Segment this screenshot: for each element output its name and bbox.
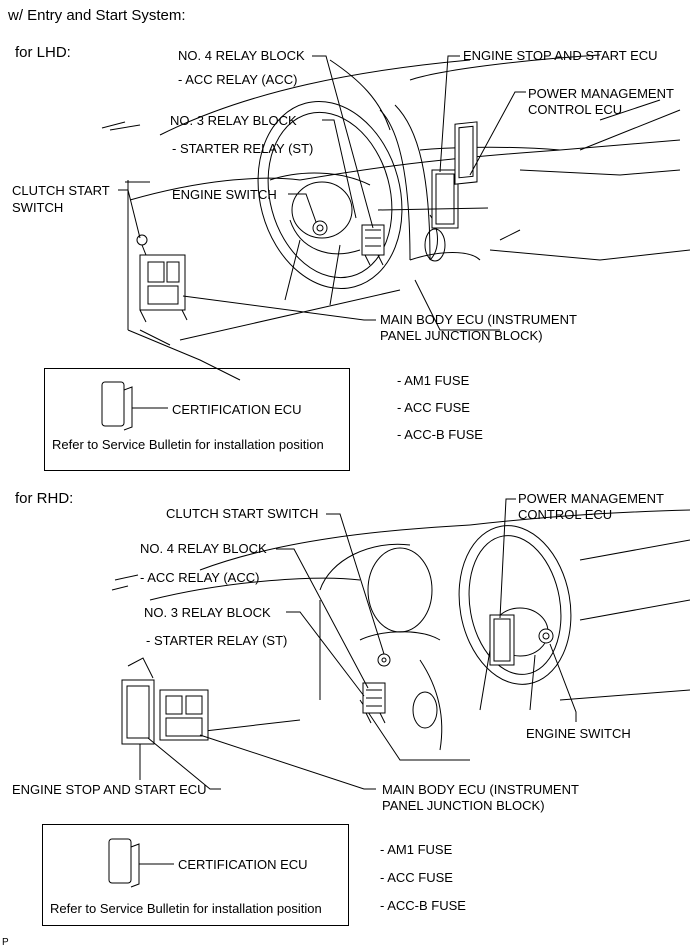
footer-mark: P bbox=[2, 937, 9, 948]
rhd-pm-ecu-label-2: CONTROL ECU bbox=[518, 507, 613, 522]
certification-ecu-part-rhd bbox=[108, 838, 174, 888]
lhd-clutch-label-1: CLUTCH START bbox=[12, 183, 110, 198]
rhd-engine-switch-label: ENGINE SWITCH bbox=[526, 726, 631, 741]
rhd-clutch-switch-part bbox=[377, 653, 391, 667]
rhd-cert-label: CERTIFICATION ECU bbox=[178, 857, 308, 872]
lhd-leader-lines bbox=[118, 55, 526, 321]
lhd-engine-switch-label: ENGINE SWITCH bbox=[172, 187, 277, 202]
rhd-dashboard-illustration bbox=[111, 509, 690, 780]
lhd-clutch-switch-part bbox=[136, 234, 148, 256]
rhd-acc-relay-label: - ACC RELAY (ACC) bbox=[140, 570, 260, 585]
rhd-main-body-label-2: PANEL JUNCTION BLOCK) bbox=[382, 798, 545, 813]
lhd-relay3-label: NO. 3 RELAY BLOCK bbox=[170, 113, 297, 128]
rhd-relay4-label: NO. 4 RELAY BLOCK bbox=[140, 541, 267, 556]
lhd-pm-ecu-label-2: CONTROL ECU bbox=[528, 102, 623, 117]
rhd-clutch-label: CLUTCH START SWITCH bbox=[166, 506, 319, 521]
lhd-fuse-accb: - ACC-B FUSE bbox=[397, 427, 483, 442]
lhd-main-body-label-2: PANEL JUNCTION BLOCK) bbox=[380, 328, 543, 343]
rhd-relay-block-part bbox=[362, 682, 386, 724]
lhd-engine-stop-ecu-label: ENGINE STOP AND START ECU bbox=[463, 48, 658, 63]
lhd-heading: for LHD: bbox=[15, 44, 71, 61]
lhd-relay4-label: NO. 4 RELAY BLOCK bbox=[178, 48, 305, 63]
rhd-pm-ecu-part bbox=[489, 614, 515, 666]
rhd-engine-stop-ecu-part bbox=[121, 657, 155, 745]
rhd-main-body-ecu-part bbox=[159, 689, 209, 741]
lhd-starter-relay-label: - STARTER RELAY (ST) bbox=[172, 141, 314, 156]
lhd-dashboard-illustration bbox=[101, 54, 690, 381]
rhd-relay3-label: NO. 3 RELAY BLOCK bbox=[144, 605, 271, 620]
lhd-clutch-label-2: SWITCH bbox=[12, 200, 64, 215]
rhd-engine-switch-part bbox=[538, 628, 554, 644]
lhd-main-body-label-1: MAIN BODY ECU (INSTRUMENT bbox=[380, 312, 577, 327]
page-title: w/ Entry and Start System: bbox=[8, 7, 186, 24]
rhd-pm-ecu-label-1: POWER MANAGEMENT bbox=[518, 491, 664, 506]
lhd-main-body-ecu-part bbox=[139, 254, 188, 323]
certification-ecu-part-lhd bbox=[101, 381, 168, 431]
lhd-engine-stop-ecu-part bbox=[431, 169, 459, 229]
lhd-cert-label: CERTIFICATION ECU bbox=[172, 402, 302, 417]
lhd-acc-relay-label: - ACC RELAY (ACC) bbox=[178, 72, 298, 87]
lhd-pm-ecu-label-1: POWER MANAGEMENT bbox=[528, 86, 674, 101]
rhd-main-body-label-1: MAIN BODY ECU (INSTRUMENT bbox=[382, 782, 579, 797]
rhd-fuse-acc: - ACC FUSE bbox=[380, 870, 453, 885]
rhd-cert-note: Refer to Service Bulletin for installati… bbox=[50, 901, 322, 916]
rhd-heading: for RHD: bbox=[15, 490, 74, 507]
rhd-fuse-am1: - AM1 FUSE bbox=[380, 842, 453, 857]
rhd-starter-relay-label: - STARTER RELAY (ST) bbox=[146, 633, 288, 648]
rhd-fuse-accb: - ACC-B FUSE bbox=[380, 898, 466, 913]
lhd-pm-ecu-part bbox=[454, 121, 478, 185]
rhd-leader-lines bbox=[147, 498, 577, 790]
rhd-certification-box bbox=[42, 824, 349, 926]
lhd-fuse-acc: - ACC FUSE bbox=[397, 400, 470, 415]
lhd-certification-box bbox=[44, 368, 350, 471]
lhd-relay4-part bbox=[361, 224, 385, 266]
rhd-engine-stop-ecu-label: ENGINE STOP AND START ECU bbox=[12, 782, 207, 797]
lhd-engine-switch-part bbox=[312, 220, 328, 236]
lhd-cert-note: Refer to Service Bulletin for installati… bbox=[52, 437, 324, 452]
lhd-fuse-am1: - AM1 FUSE bbox=[397, 373, 470, 388]
